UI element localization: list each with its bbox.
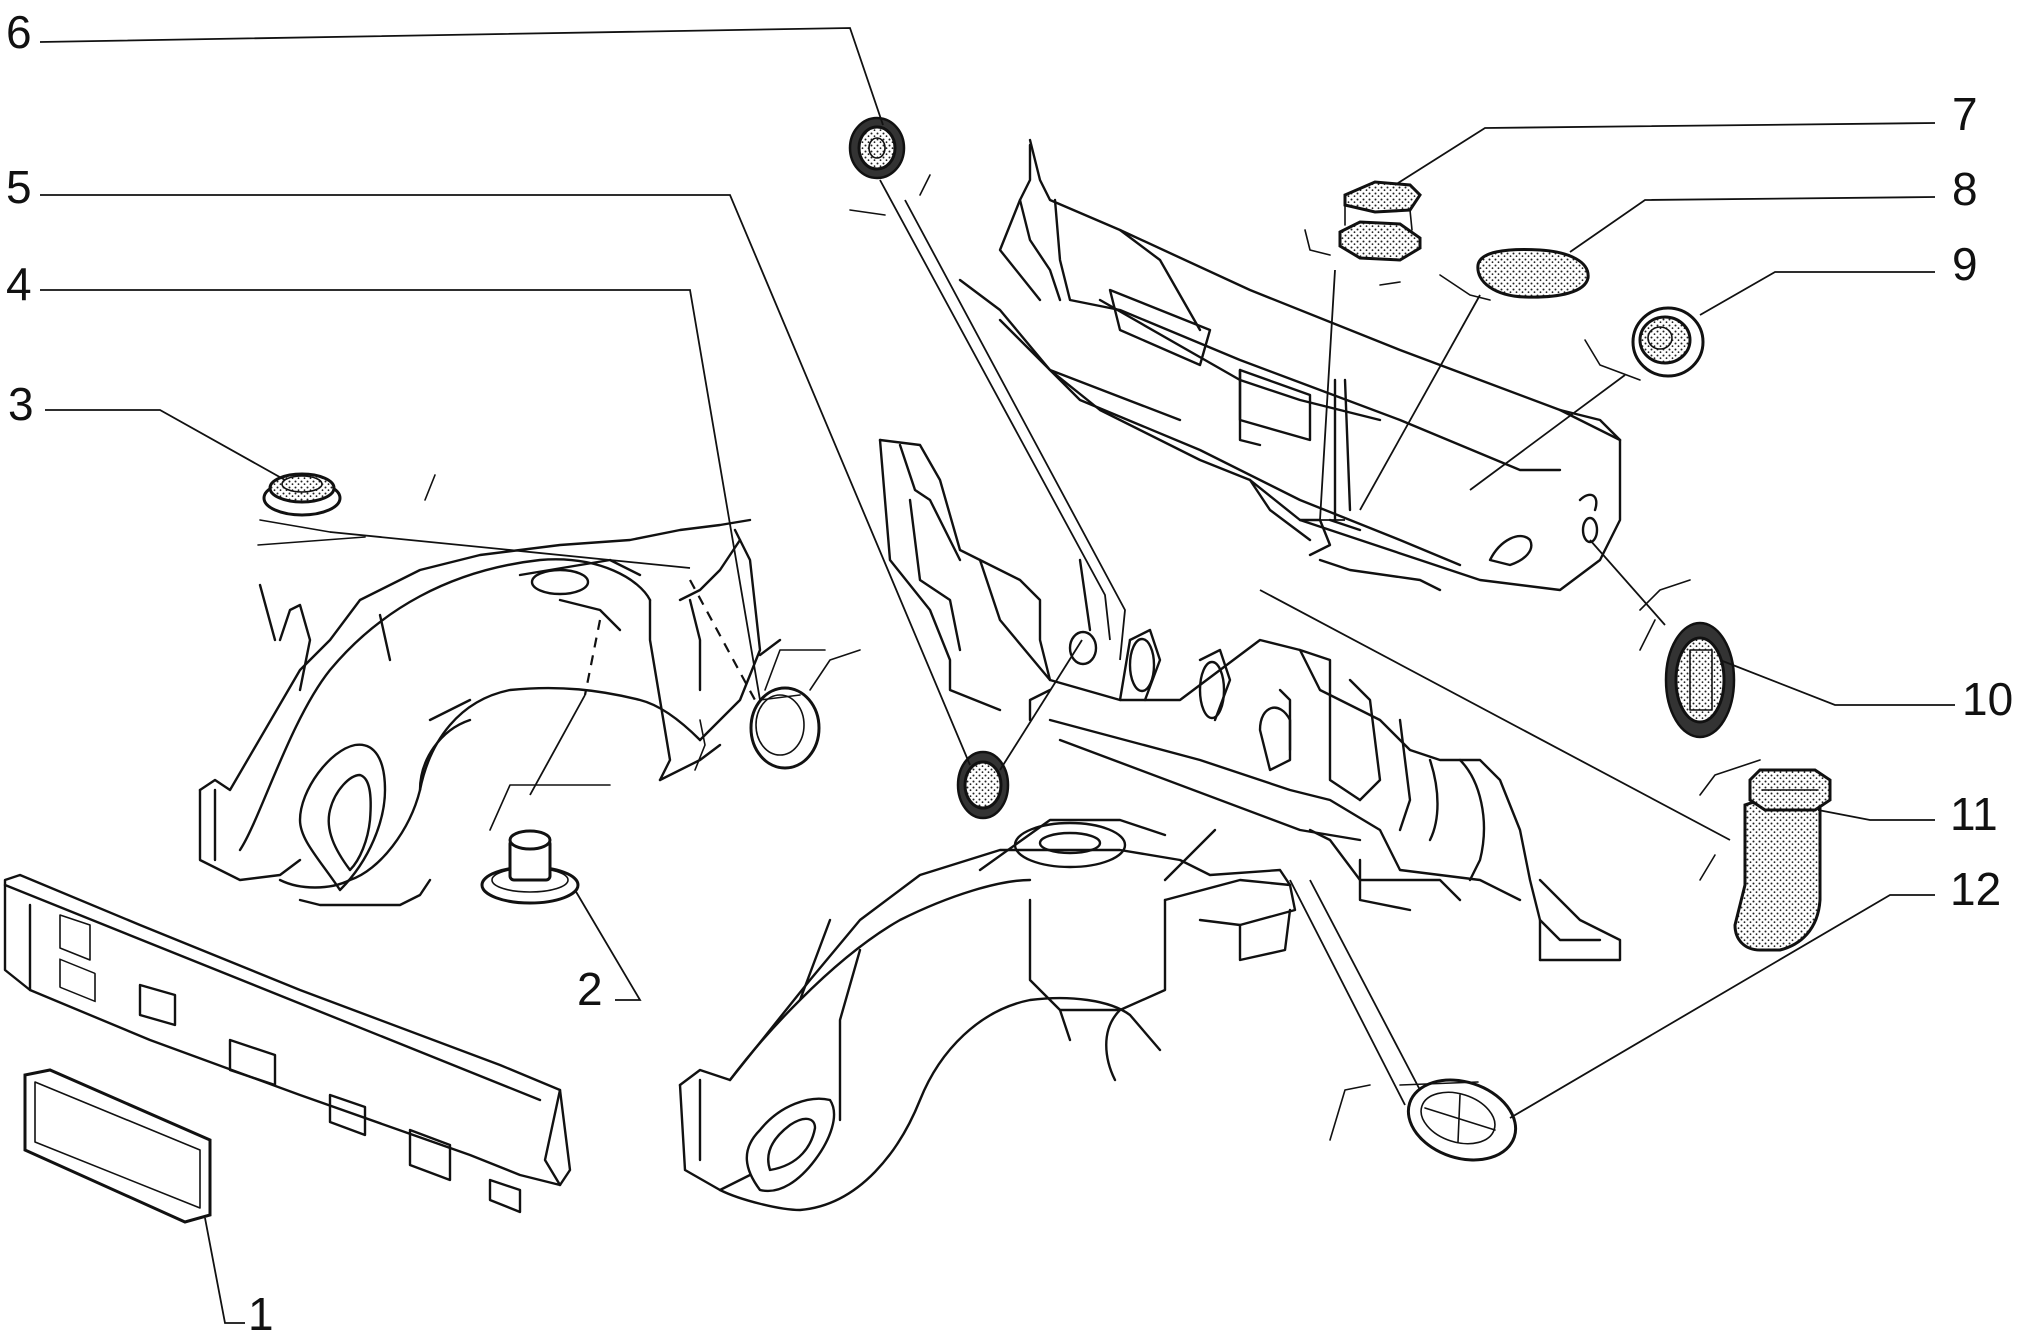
callout-6: 6: [6, 6, 32, 58]
part-3-grommet: [262, 472, 342, 517]
centre-front-structure: [678, 818, 1297, 1212]
part-5-grommet: [956, 750, 1010, 820]
callout-4: 4: [6, 258, 32, 310]
callout-numbers: 1 2 3 4 5 6 7 8 9 10 11 12: [6, 6, 2013, 1333]
part-9-grommet: [1631, 306, 1705, 378]
part-1-panel-seal: [23, 1068, 212, 1224]
callout-5: 5: [6, 161, 32, 213]
cowl-panel: [958, 138, 1622, 592]
callout-11: 11: [1950, 788, 1998, 840]
leader-lines: [39, 27, 1955, 1324]
part-11-duct: [1733, 768, 1832, 952]
part-6-grommet: [848, 116, 906, 180]
assembly-lines: [257, 174, 1761, 1141]
callout-10: 10: [1962, 673, 2013, 725]
callout-12: 12: [1950, 863, 2001, 915]
callout-3: 3: [8, 378, 34, 430]
callout-2: 2: [577, 963, 603, 1015]
part-4-ring-grommet: [749, 686, 821, 770]
firewall-panel: [878, 438, 1622, 962]
part-8-oblong-plug: [1476, 248, 1590, 299]
callout-8: 8: [1952, 163, 1978, 215]
left-wheel-arch-structure: [198, 518, 782, 907]
part-10-oval-grommet: [1664, 621, 1736, 739]
part-2-plug: [480, 829, 580, 905]
lower-crossmember: [3, 873, 572, 1214]
callout-1: 1: [248, 1288, 274, 1333]
callout-7: 7: [1952, 88, 1978, 140]
callout-9: 9: [1952, 238, 1978, 290]
part-7-plug: [1338, 180, 1422, 262]
part-12-oval-grommet: [1406, 1078, 1518, 1162]
